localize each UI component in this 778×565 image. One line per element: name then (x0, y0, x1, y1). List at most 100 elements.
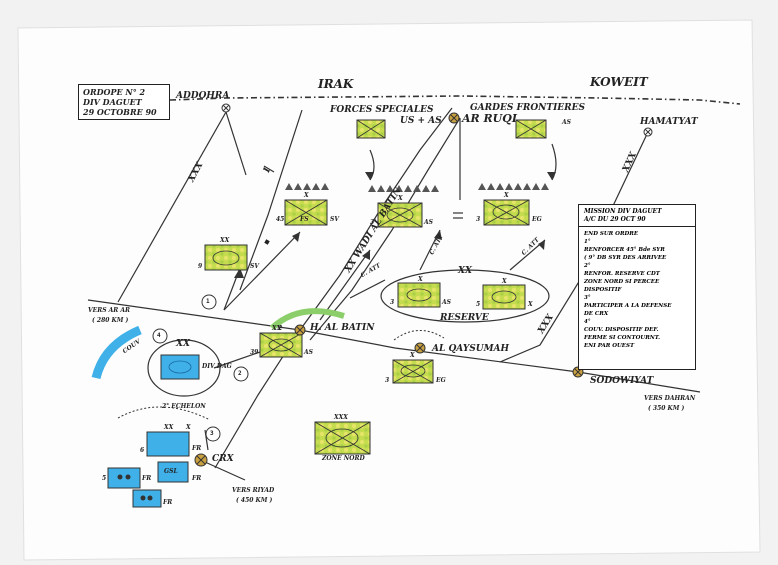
unit-reserve-as (397, 282, 441, 308)
place-ar-ruqi: AR RUQI (462, 112, 517, 125)
label-us-as: US + AS (400, 116, 442, 126)
unit-label-2: 2 (278, 325, 283, 332)
unit-eg-1 (483, 199, 530, 226)
mission-line: DE CRX (584, 311, 609, 317)
defensive-fronts (285, 183, 549, 192)
place-h-al-batin: H. AL BATIN (310, 323, 375, 333)
div-dag-ellipse (147, 339, 221, 397)
mission-line: 4° (584, 319, 591, 325)
label-gardes-frontieres: GARDES FRONTIERES (470, 103, 585, 113)
unit-39-as (259, 332, 303, 358)
arrow-catt-1 (349, 279, 386, 299)
unit-label-5: 5 (102, 475, 107, 482)
route-crx-riyad (204, 461, 246, 481)
unit-label-fr-2: FR (142, 475, 152, 482)
unit-9-sv (204, 244, 248, 271)
place-al-qaysumah: AL QAYSUMAH (432, 344, 510, 354)
label-reserve: RESERVE (440, 313, 489, 323)
place-hamatyat: HAMATYAT (640, 117, 698, 127)
unit-label-as-1: AS (424, 219, 433, 226)
unit-gf-top (515, 119, 547, 139)
unit-label-sv-1: SV (250, 263, 259, 270)
crosshair-ar-ruqi (448, 112, 460, 124)
unit-label-reserve-3: 3 (390, 299, 395, 306)
unit-label-3-as: 3 (370, 219, 375, 226)
unit-reserve-5 (482, 284, 526, 310)
unit-label-sv-2: SV (330, 216, 339, 223)
phase-circle-2 (233, 366, 249, 382)
mission-line: PARTICIPER A LA DEFENSE (584, 303, 672, 309)
arc-front-echelon3 (117, 406, 211, 421)
phase-num-2: 2 (238, 370, 242, 377)
arrowheads (234, 172, 556, 278)
arc-front-qaysumah (393, 330, 445, 341)
echelon-xx-6: XX (164, 424, 174, 431)
unit-label-fs: FS (300, 216, 309, 223)
label-gardes-as: AS (562, 119, 571, 126)
unit-bottom (132, 489, 162, 508)
unit-div-dag (160, 354, 200, 380)
arrow-phase1-b (223, 231, 301, 311)
unit-5-fr (107, 467, 141, 489)
phase-num-4: 4 (157, 332, 161, 339)
echelon-xxx-zone: XXX (334, 414, 348, 421)
unit-label-eg-1: EG (532, 216, 542, 223)
unit-label-3-eg3: 3 (385, 377, 390, 384)
mission-box: MISSION DIV DAGUET A/C DU 29 OCT 90 END … (578, 204, 696, 370)
crosshair-al-qaysumah (414, 342, 426, 354)
unit-label-45: 45 (276, 216, 285, 223)
crosshair-addohra (221, 103, 231, 113)
arrow-phase2 (213, 351, 261, 369)
unit-label-39: 39 (250, 349, 259, 356)
crosshair-h-al-batin (294, 324, 306, 336)
echelon-x-reserve-5: X (502, 278, 507, 285)
unit-fs-top (356, 119, 386, 139)
echelon-x-6: X (186, 424, 191, 431)
mission-line: RENFOR. RESERVE CDT (584, 271, 660, 277)
arc-front-couv (91, 325, 142, 380)
route-west-i (239, 109, 303, 291)
arrow-reserve-wadi (319, 249, 371, 321)
crosshair-hamatyat (643, 127, 653, 137)
unit-gsl (157, 461, 189, 483)
unit-label-fr-4: FR (163, 499, 173, 506)
unit-label-as-3: AS (304, 349, 313, 356)
title-block: ORDOPE N° 2 DIV DAGUET 29 OCTOBRE 90 (78, 84, 170, 120)
mission-line: RENFORCER 45° Bde SYR (584, 247, 665, 253)
dir-vers-riyad-dist: ( 450 KM ) (236, 497, 273, 504)
boundary-ticks (263, 165, 463, 219)
phase-num-3: 3 (210, 430, 214, 437)
mission-line: FERME SI CONTOURNT. (584, 335, 661, 341)
front-45 (285, 183, 329, 190)
place-sodowiyat: SODOWIYAT (590, 376, 654, 386)
mission-line: ZONE NORD SI PERCEE (584, 279, 660, 285)
echelon-xx-reserve: XX (458, 266, 472, 276)
dir-vers-ar-dist: ( 280 KM ) (92, 317, 129, 324)
country-irak: IRAK (318, 77, 354, 91)
phase-circle-3 (205, 426, 221, 442)
label-div-dag: DIV DAG (202, 363, 232, 370)
phase-circle-1 (201, 294, 217, 310)
mission-line: 3° (584, 295, 591, 301)
mission-line: 2° (584, 263, 591, 269)
mission-line: ENI PAR OUEST (584, 343, 635, 349)
front-as (368, 185, 439, 192)
route-addohra-south (225, 111, 247, 176)
phase-circles (152, 294, 249, 442)
mission-line: DISPOSITIF (584, 287, 622, 293)
unit-label-k: X (528, 301, 533, 308)
echelon-x-reserve-as: X (418, 276, 423, 283)
title-line-2: DIV DAGUET (83, 97, 142, 107)
label-zone-nord: ZONE NORD (322, 455, 365, 462)
echelon-xx-9: XX (220, 237, 230, 244)
country-koweit: KOWEIT (590, 75, 648, 89)
title-line-1: ORDOPE N° 2 (83, 87, 146, 97)
border-line (169, 95, 741, 105)
place-crx: CRX (212, 454, 234, 464)
unit-label-reserve-5: 5 (476, 301, 481, 308)
unit-45-fs (284, 199, 328, 226)
small-mark (264, 239, 270, 245)
phase-circle-4 (152, 328, 168, 344)
echelon-x-45: X (304, 192, 309, 199)
